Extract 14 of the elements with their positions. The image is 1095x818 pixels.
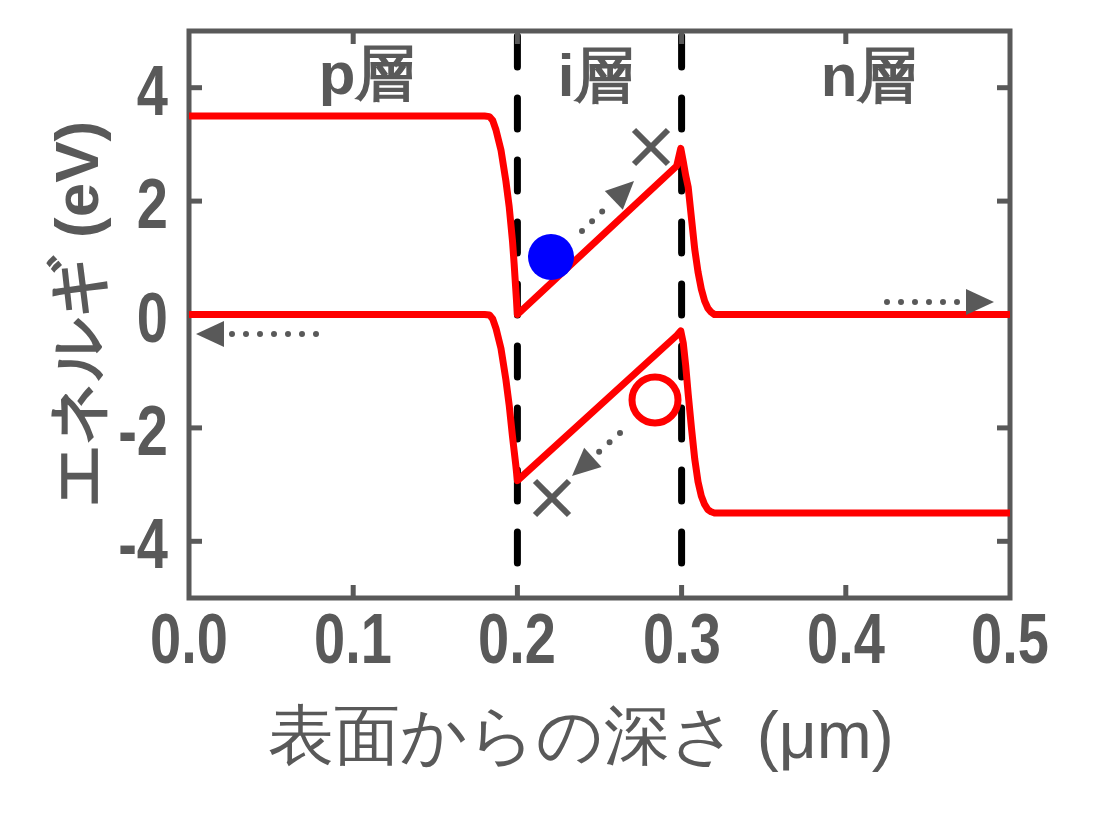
- x-tick-label: 0.0: [150, 604, 228, 674]
- y-tick-label: 0: [136, 282, 168, 353]
- region-label: i層: [557, 46, 635, 106]
- y-tick-label: 2: [136, 169, 168, 240]
- x-tick-label: 0.5: [971, 604, 1049, 674]
- y-tick-label: -2: [118, 395, 168, 466]
- region-label: n層: [820, 46, 918, 106]
- x-tick-label: 0.4: [806, 604, 885, 674]
- x-tick-label: 0.3: [642, 604, 721, 674]
- x-tick-label: 0.1: [314, 604, 393, 674]
- region-label: p層: [318, 44, 416, 104]
- y-tick-label: -4: [118, 509, 168, 580]
- y-tick-label: 4: [136, 55, 168, 126]
- x-tick-label: 0.2: [478, 604, 557, 674]
